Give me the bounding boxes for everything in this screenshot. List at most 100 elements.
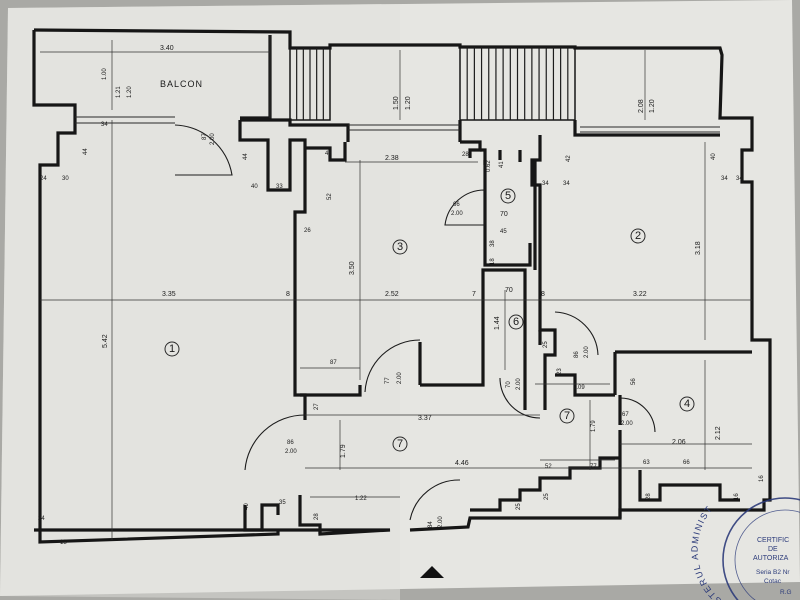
dim-41: 41	[499, 161, 505, 168]
room2-left-wall	[530, 135, 557, 398]
dim-28b: 28	[646, 493, 652, 500]
dim-30: 30	[62, 176, 69, 182]
entrance-door	[409, 479, 461, 521]
room2-wall-ext	[538, 330, 547, 410]
dim-70b: 70	[506, 381, 512, 388]
dim-200f: 2.00	[516, 378, 522, 390]
dim-r6-height: 1.44	[494, 316, 501, 330]
dim-42: 42	[566, 155, 572, 162]
dim-balcony-a: 1.21	[116, 86, 122, 98]
dimension-lines	[40, 40, 752, 540]
dim-r5-width: 70	[500, 211, 508, 218]
dim-200h: 2.00	[438, 516, 444, 528]
dim-33: 33	[276, 184, 283, 190]
stamp-line4: Seria B2 Nr	[756, 569, 790, 576]
entrance-jamb	[243, 503, 280, 532]
dim-25b: 25	[544, 493, 550, 500]
top-windows	[348, 124, 720, 133]
dim-24b: 24	[38, 516, 45, 522]
entrance-arrow-icon	[420, 566, 444, 578]
stamp-line2: DE	[768, 546, 778, 553]
dim-r4-width: 2.06	[672, 439, 686, 446]
dim-balcony-b: 1.20	[127, 86, 133, 98]
balcony-rail	[75, 116, 175, 124]
room-number-1: 1	[169, 343, 175, 355]
room2-door	[554, 311, 599, 356]
dim-28: 28	[462, 152, 469, 158]
dim-45: 45	[500, 229, 507, 235]
dim-86a: 86	[287, 440, 294, 446]
room5-walls	[480, 148, 532, 267]
dim-40b: 40	[711, 153, 717, 160]
dim-200e: 2.00	[584, 346, 590, 358]
dim-right-window: 2.08	[638, 99, 645, 113]
room-number-5: 5	[505, 190, 511, 202]
dim-66: 66	[453, 202, 460, 208]
dim-hall-long: 4.46	[455, 460, 469, 467]
dim-200g: 2.00	[621, 421, 633, 427]
dim-179b: 1.79	[591, 420, 597, 432]
stamp-line5: Cotac	[764, 578, 782, 585]
dim-34d: 34	[736, 176, 743, 182]
room-number-2: 2	[635, 230, 641, 242]
dim-r1-width: 3.35	[162, 291, 176, 298]
stamp-line6: R.G	[780, 589, 792, 596]
room-number-7a: 7	[564, 410, 570, 422]
dim-mid-window-b: 1.20	[405, 96, 412, 110]
dim-34a: 34	[542, 181, 549, 187]
room-number-7b: 7	[397, 438, 403, 450]
dim-balcony-depth: 1.00	[102, 68, 108, 80]
dim-18: 18	[490, 258, 496, 265]
balcony-door	[174, 124, 233, 176]
room4-walls	[613, 350, 752, 518]
room5-door	[444, 189, 486, 226]
dim-87-mid: 87	[330, 360, 337, 366]
dim-200b: 2.00	[451, 211, 463, 217]
stairs-right	[466, 47, 569, 120]
dim-56: 56	[631, 378, 637, 385]
dim-35: 35	[279, 500, 286, 506]
dim-balcony-wall: 34	[101, 122, 108, 128]
top-inner-wall	[240, 118, 720, 142]
room3-lower-wall	[300, 385, 362, 397]
dim-86b: 86	[574, 351, 580, 358]
dim-46: 46	[325, 151, 332, 157]
dim-66b: 66	[683, 460, 690, 466]
dim-r2-height: 3.18	[695, 241, 702, 255]
room-number-3: 3	[397, 241, 403, 253]
room4-door	[619, 397, 656, 433]
paper-shade	[0, 4, 400, 600]
dim-40c: 40	[244, 503, 250, 510]
stamp-line1: CERTIFIC	[757, 537, 789, 544]
dim-wall-8b: 8	[541, 291, 545, 298]
stamp-line3: AUTORIZA	[753, 555, 789, 562]
balcony-label: BALCON	[160, 79, 203, 89]
dim-16: 16	[759, 475, 765, 482]
room3-door	[364, 339, 421, 393]
dim-52b: 52	[545, 464, 552, 470]
dim-77: 77	[385, 377, 391, 384]
dim-062: 0.62	[486, 160, 492, 172]
dim-26: 26	[304, 228, 311, 234]
dim-13: 13	[60, 540, 67, 546]
room-markers: 1 2 3 4 5 6 7 7	[164, 188, 695, 452]
dim-r4-height: 2.12	[715, 426, 722, 440]
dim-87-top: 87	[202, 133, 208, 140]
dim-24a: 24	[40, 176, 47, 182]
dim-27: 27	[314, 403, 320, 410]
dim-r3-top: 2.38	[385, 155, 399, 162]
room-number-6: 6	[513, 316, 519, 328]
dim-right-window-b: 1.20	[649, 99, 656, 113]
dim-r1-height: 5.42	[102, 334, 109, 348]
dim-84: 84	[428, 521, 434, 528]
dim-44b: 44	[243, 153, 249, 160]
dim-r6-width: 70	[505, 287, 513, 294]
dim-balcony-width: 3.40	[160, 45, 174, 52]
dim-200d: 2.00	[285, 449, 297, 455]
dim-r3-height: 3.50	[349, 261, 356, 275]
dim-23: 23	[557, 368, 563, 375]
room6-door	[499, 377, 541, 419]
dim-44a: 44	[83, 148, 89, 155]
